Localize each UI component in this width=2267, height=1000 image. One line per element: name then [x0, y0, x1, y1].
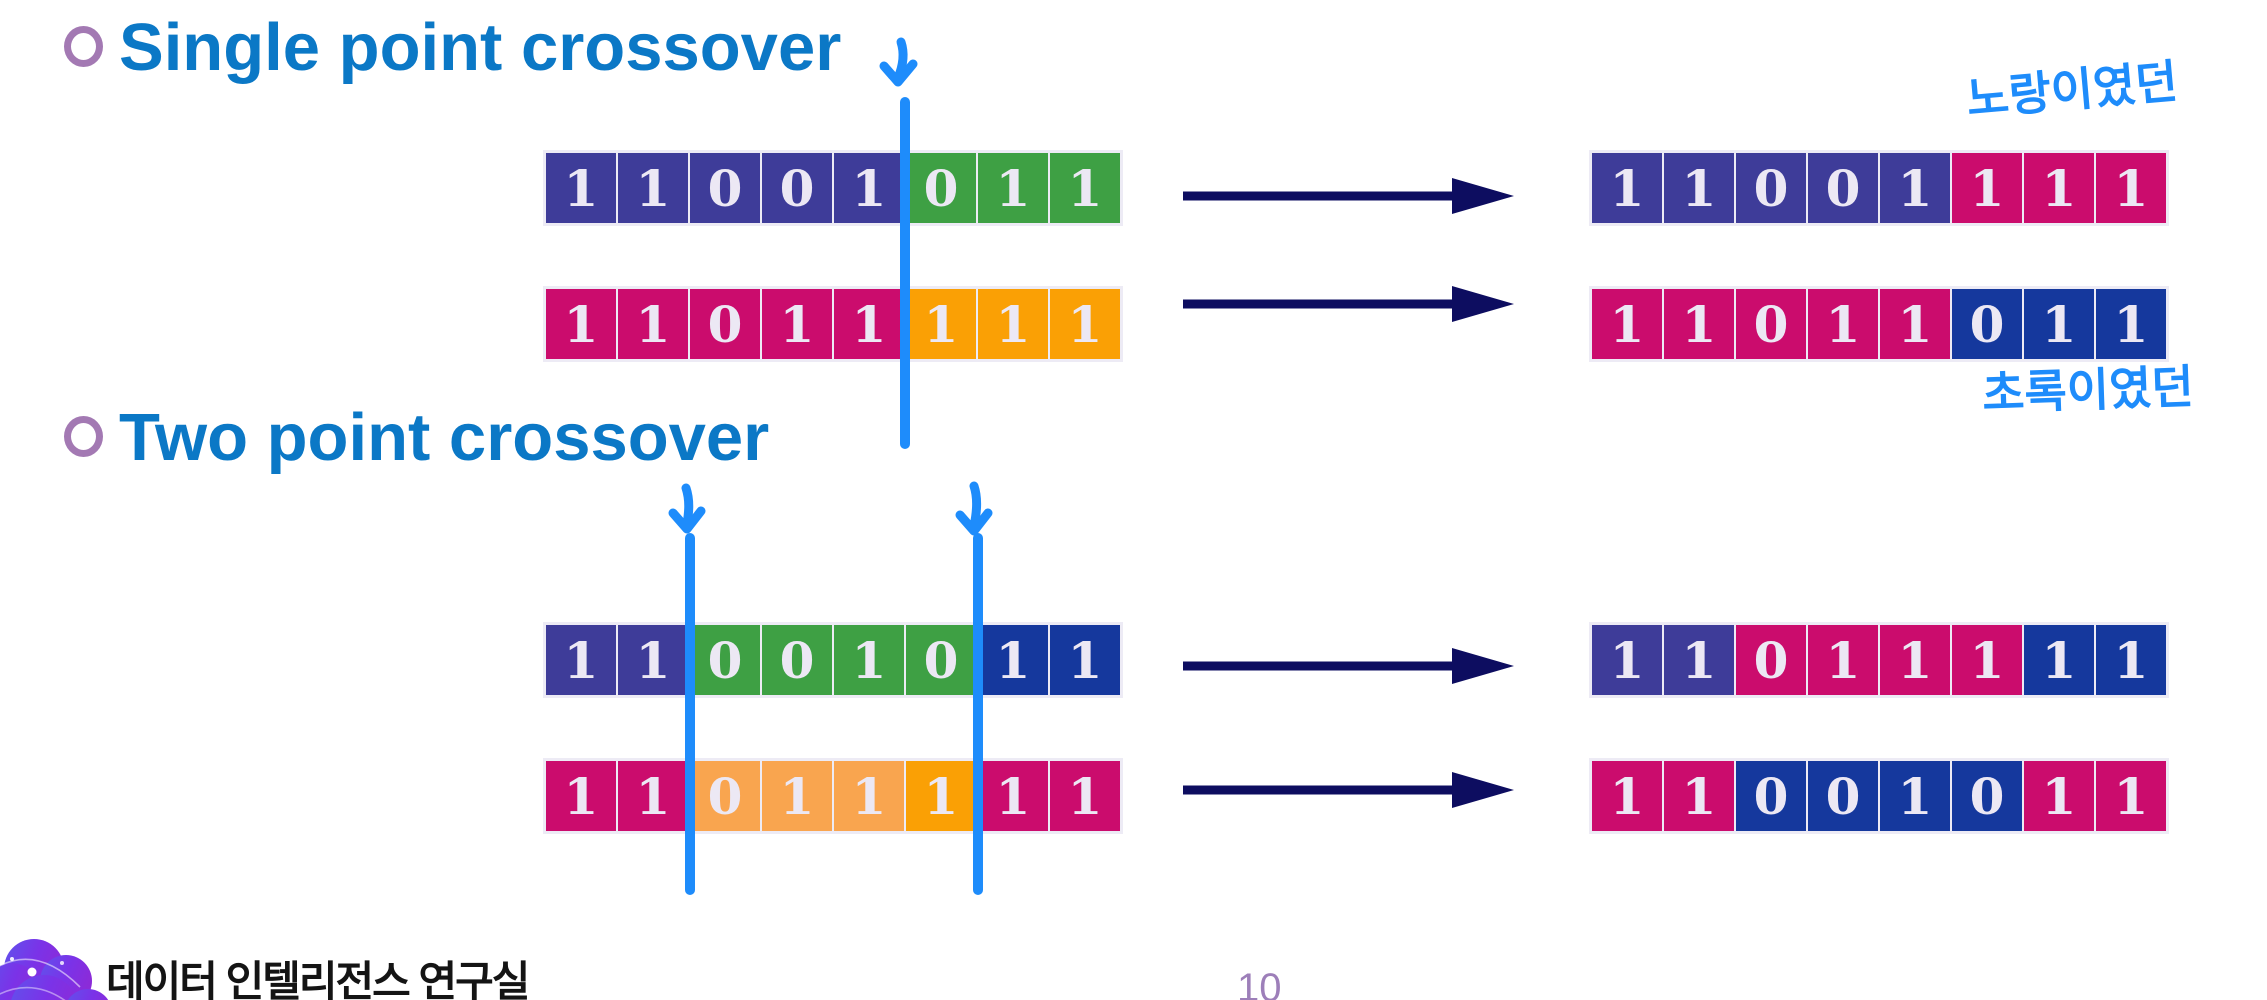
bit-cell-navy: 1 — [2024, 289, 2094, 359]
bit-cell-pink: 0 — [1736, 289, 1806, 359]
bit-cell-navy: 0 — [1808, 761, 1878, 831]
bit-cell-pink: 1 — [2096, 761, 2166, 831]
bit-cell-pink: 1 — [1880, 289, 1950, 359]
bit-cell-pink: 1 — [2024, 761, 2094, 831]
bullet-circle-icon — [64, 416, 103, 457]
bit-cell-navy: 1 — [2024, 625, 2094, 695]
bit-cell-pink: 1 — [2024, 153, 2094, 223]
bit-cell-pink: 1 — [2096, 153, 2166, 223]
annotation-was-yellow: 노랑이였던 — [1964, 54, 2180, 126]
bit-cell-navy: 0 — [1952, 761, 2022, 831]
single-transform-arrow-2-icon — [1183, 286, 1514, 322]
bit-cell-orangeLight: 0 — [690, 761, 760, 831]
two-cut-down-arrow-1-icon — [668, 483, 706, 534]
bit-cell-purple: 1 — [1592, 625, 1662, 695]
bit-cell-pink: 1 — [546, 761, 616, 831]
bit-cell-pink: 1 — [1808, 289, 1878, 359]
bit-cell-orangeLight: 1 — [834, 761, 904, 831]
bit-cell-pink: 1 — [1952, 625, 2022, 695]
bit-cell-green: 0 — [906, 625, 976, 695]
bit-cell-navy: 1 — [978, 625, 1048, 695]
bit-cell-navy: 0 — [1952, 289, 2022, 359]
bit-cell-green: 0 — [906, 153, 976, 223]
bit-cell-pink: 1 — [1664, 761, 1734, 831]
bit-cell-pink: 1 — [618, 289, 688, 359]
bit-cell-purple: 0 — [1736, 153, 1806, 223]
bit-cell-orange: 1 — [906, 289, 976, 359]
bit-cell-purple: 1 — [1592, 153, 1662, 223]
page-number: 10 — [1237, 966, 1282, 1000]
bit-cell-orange: 1 — [906, 761, 976, 831]
bit-cell-purple: 1 — [1664, 625, 1734, 695]
two-transform-arrow-1-icon — [1183, 648, 1514, 684]
bit-cell-pink: 1 — [762, 289, 832, 359]
heading-single-point: Single point crossover — [64, 14, 841, 81]
bit-cell-purple: 1 — [618, 625, 688, 695]
bit-cell-green: 1 — [1050, 153, 1120, 223]
bit-cell-navy: 1 — [2096, 625, 2166, 695]
single-transform-arrow-1-icon — [1183, 178, 1514, 214]
bit-cell-green: 0 — [762, 625, 832, 695]
bit-cell-pink: 1 — [1592, 289, 1662, 359]
bit-cell-pink: 1 — [834, 289, 904, 359]
single-cut-down-arrow-icon — [879, 37, 918, 87]
lab-name: 데이터 인텔리전스 연구실 — [106, 958, 530, 1000]
bit-cell-pink: 1 — [1592, 761, 1662, 831]
bit-cell-purple: 1 — [546, 153, 616, 223]
two-cut-down-arrow-2-icon — [955, 481, 993, 536]
bit-cell-navy: 1 — [1880, 761, 1950, 831]
heading-text-single: Single point crossover — [119, 10, 842, 85]
bit-cell-purple: 0 — [762, 153, 832, 223]
bit-cell-purple: 0 — [690, 153, 760, 223]
bit-cell-green: 1 — [834, 625, 904, 695]
bit-cell-orange: 1 — [1050, 289, 1120, 359]
bullet-circle-icon — [64, 26, 103, 67]
bit-cell-pink: 1 — [618, 761, 688, 831]
bit-cell-purple: 1 — [618, 153, 688, 223]
two-transform-arrow-2-icon — [1183, 772, 1514, 808]
bit-cell-pink: 1 — [1952, 153, 2022, 223]
bit-cell-purple: 1 — [1880, 153, 1950, 223]
bit-cell-pink: 1 — [978, 761, 1048, 831]
bit-cell-pink: 0 — [1736, 625, 1806, 695]
bit-cell-green: 1 — [978, 153, 1048, 223]
bit-cell-pink: 1 — [1050, 761, 1120, 831]
bit-cell-pink: 1 — [1880, 625, 1950, 695]
bit-cell-pink: 0 — [690, 289, 760, 359]
bit-cell-navy: 0 — [1736, 761, 1806, 831]
bit-cell-purple: 1 — [1664, 153, 1734, 223]
heading-two-point: Two point crossover — [64, 404, 769, 471]
bit-cell-purple: 1 — [546, 625, 616, 695]
bit-cell-green: 0 — [690, 625, 760, 695]
bit-cell-pink: 1 — [1664, 289, 1734, 359]
bit-cell-pink: 1 — [546, 289, 616, 359]
annotation-was-green: 초록이였던 — [1981, 360, 2195, 420]
bit-cell-orangeLight: 1 — [762, 761, 832, 831]
bit-cell-orange: 1 — [978, 289, 1048, 359]
bit-cell-navy: 1 — [1050, 625, 1120, 695]
bit-cell-pink: 1 — [1808, 625, 1878, 695]
heading-text-two: Two point crossover — [119, 400, 770, 475]
bit-cell-purple: 0 — [1808, 153, 1878, 223]
lab-cloud-logo-icon — [0, 939, 109, 1000]
bit-cell-navy: 1 — [2096, 289, 2166, 359]
bit-cell-purple: 1 — [834, 153, 904, 223]
